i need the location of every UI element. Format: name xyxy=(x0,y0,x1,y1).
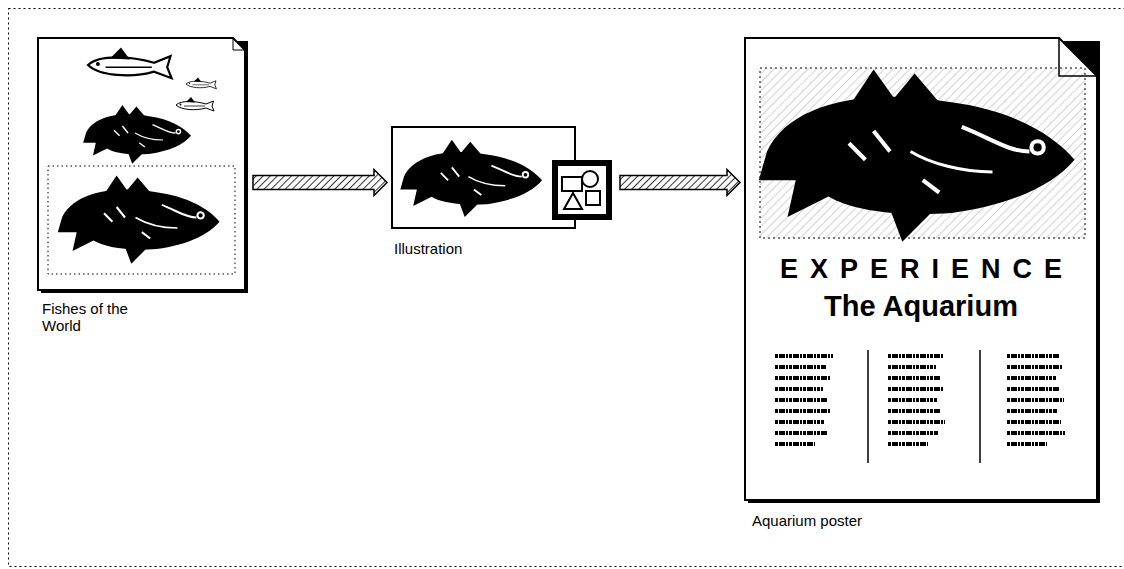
document-part: EXPERIENCEThe AquariumAquarium poster xyxy=(745,38,1097,500)
document-part: Fishes of the World xyxy=(38,38,245,290)
part-label: Illustration xyxy=(394,240,544,257)
poster-heading: EXPERIENCE xyxy=(745,254,1097,285)
part-label: Fishes of the World xyxy=(42,300,154,335)
part-outline xyxy=(392,127,618,234)
poster-heading: The Aquarium xyxy=(745,290,1097,323)
hatched-arrow xyxy=(620,170,740,196)
hatched-arrow xyxy=(253,170,387,196)
part-label: Aquarium poster xyxy=(752,512,952,529)
frame-border xyxy=(9,9,1124,567)
part-outline xyxy=(38,38,251,296)
document-part: Illustration xyxy=(392,127,612,228)
